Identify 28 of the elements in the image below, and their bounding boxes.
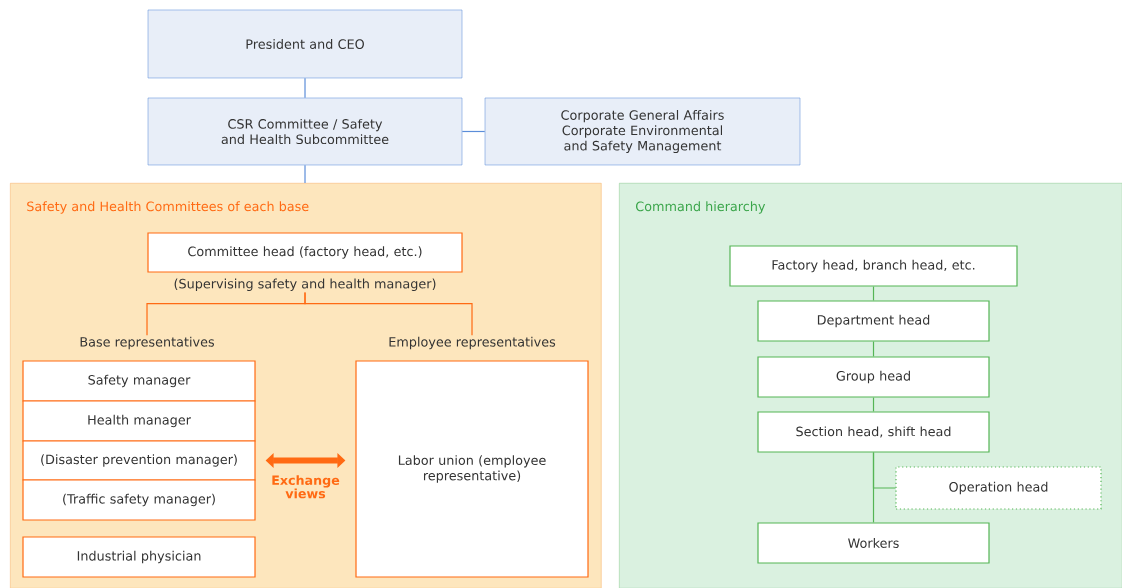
org-box: CSR Committee / Safety and Health Subcommittee [147, 97, 463, 166]
role-box: (Traffic safety manager) [22, 479, 256, 521]
connector-line [304, 77, 306, 99]
edge-label: Exchange views [272, 475, 340, 499]
connector-line [872, 286, 875, 301]
role-box: Group head [757, 356, 990, 398]
role-box: (Disaster prevention manager) [22, 440, 256, 481]
role-box: Committee head (factory head, etc.) [147, 232, 463, 273]
connector-line [872, 341, 875, 357]
caption-text: (Supervising safety and health manager) [174, 278, 436, 291]
column-heading: Base representatives [80, 336, 214, 350]
connector-line [872, 397, 875, 412]
role-box: Workers [757, 522, 990, 564]
role-box: Department head [757, 300, 990, 342]
org-box: Corporate General Affairs Corporate Environmental and Safety Management [484, 97, 801, 166]
connector-line [304, 164, 306, 184]
role-box: Section head, shift head [757, 411, 990, 453]
connector-line [461, 130, 486, 133]
role-box: Factory head, branch head, etc. [729, 245, 1018, 287]
org-box: President and CEO [147, 9, 463, 79]
connector-line [872, 452, 875, 523]
role-box: Labor union (employee representative) [355, 360, 589, 578]
role-box: Safety manager [22, 360, 256, 402]
dotted-role-box: Operation head [895, 466, 1102, 510]
column-heading: Employee representatives [389, 336, 556, 350]
role-box: Health manager [22, 400, 256, 442]
role-box: Industrial physician [22, 536, 256, 578]
connector-line [304, 291, 473, 336]
